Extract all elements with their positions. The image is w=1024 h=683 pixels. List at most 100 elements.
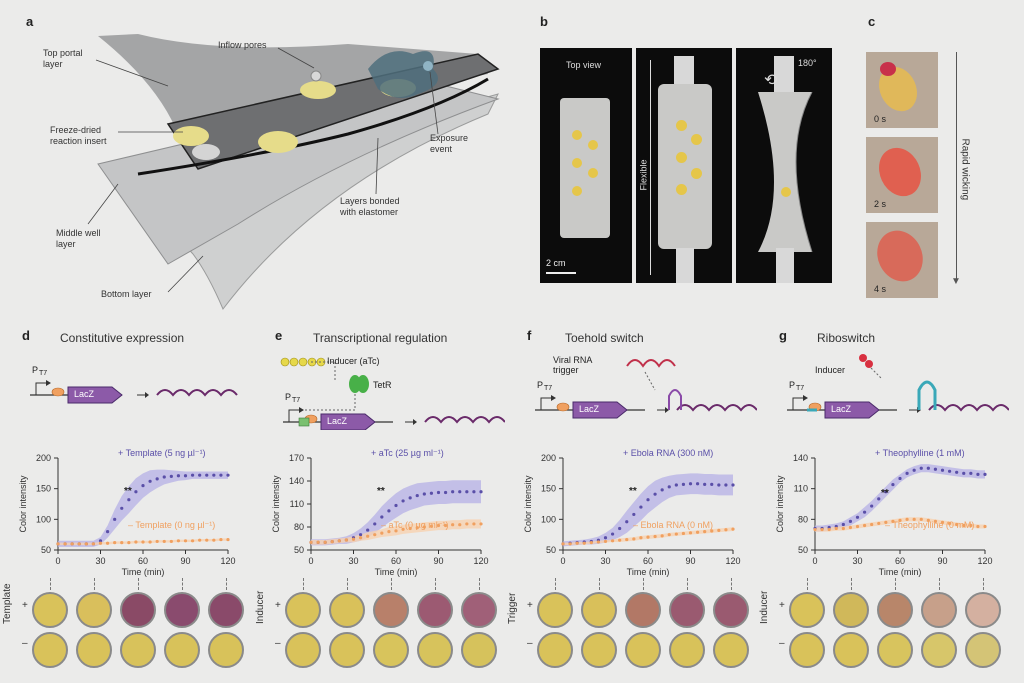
- data-point: [176, 474, 181, 478]
- legend-entry-minus: – Theophylline (0 mM): [885, 520, 975, 530]
- data-point: [198, 473, 202, 477]
- time-label-4: 4 s: [874, 284, 887, 294]
- data-point: [926, 518, 930, 522]
- data-point: [373, 522, 377, 526]
- well-dashline: [479, 578, 480, 590]
- y-tick-label: 100: [541, 514, 556, 524]
- well-dashline: [94, 578, 95, 590]
- top-view-label: Top view: [566, 60, 602, 70]
- data-point: [183, 539, 188, 543]
- y-tick-label: 50: [546, 545, 556, 555]
- well-plus: [581, 592, 617, 628]
- well-plus: [32, 592, 68, 628]
- well-minus: [537, 632, 573, 668]
- data-point: [205, 538, 209, 542]
- panel-g-label: g: [779, 328, 787, 343]
- time-label-2: 2 s: [874, 199, 887, 209]
- data-point: [155, 539, 159, 544]
- well-minus: [921, 632, 957, 668]
- data-point: [415, 526, 419, 530]
- well-minus: [208, 632, 244, 668]
- well-row-label: Inducer: [255, 590, 266, 624]
- well-plus: [877, 592, 913, 628]
- data-point: [401, 527, 405, 531]
- data-point: [575, 541, 579, 545]
- data-point: [653, 492, 657, 496]
- data-point: [127, 498, 131, 502]
- x-tick-label: 0: [55, 556, 60, 566]
- series-band: [58, 469, 228, 547]
- data-point: [898, 518, 902, 522]
- y-tick-label: 110: [290, 499, 304, 509]
- data-point: [56, 542, 60, 546]
- x-axis-label: Time (min): [879, 567, 922, 577]
- data-point: [695, 530, 700, 534]
- data-point: [862, 510, 867, 514]
- well-minus: [581, 632, 617, 668]
- data-point: [862, 523, 867, 528]
- x-tick-label: 30: [852, 556, 862, 566]
- promoter-label: P: [789, 380, 796, 390]
- x-tick-label: 90: [685, 556, 695, 566]
- row-plus-sign: +: [275, 600, 281, 611]
- scale-bar: [546, 272, 576, 274]
- gene-lacz-label: LacZ: [327, 416, 348, 426]
- well-row-label: Template: [2, 583, 13, 624]
- gene-circuit-schematic: [787, 354, 1009, 419]
- data-point: [891, 519, 895, 523]
- well-dashline: [226, 578, 227, 590]
- data-point: [919, 466, 923, 470]
- y-tick-label: 110: [794, 484, 808, 494]
- trigger-label: Viral RNA trigger: [553, 355, 592, 375]
- x-tick-label: 60: [643, 556, 653, 566]
- well-dashline: [391, 578, 392, 590]
- data-point: [940, 468, 945, 472]
- data-point: [77, 542, 81, 546]
- well-row-label: Inducer: [759, 590, 770, 624]
- data-point: [717, 483, 721, 487]
- x-tick-label: 120: [473, 556, 488, 566]
- gene-circuit-schematic: [535, 359, 757, 419]
- exposure-splash: [368, 51, 438, 98]
- data-point: [366, 534, 370, 538]
- data-point: [394, 503, 398, 508]
- well-minus: [76, 632, 112, 668]
- data-point: [176, 539, 181, 543]
- data-point: [926, 466, 930, 470]
- wicking-caption: Rapid wicking: [959, 138, 971, 201]
- panel-g-title: Riboswitch: [817, 331, 876, 345]
- promoter-subscript: T7: [544, 385, 553, 392]
- data-point: [162, 475, 166, 479]
- time-label-0: 0 s: [874, 114, 887, 124]
- annotation-exposure-event: Exposure event: [430, 133, 469, 154]
- well-plus: [329, 592, 365, 628]
- data-point: [63, 542, 67, 546]
- well-plus: [461, 592, 497, 628]
- data-point: [898, 476, 902, 481]
- data-point: [226, 473, 230, 477]
- data-point: [884, 520, 888, 524]
- data-point: [183, 474, 188, 478]
- data-point: [688, 482, 693, 486]
- well-minus: [833, 632, 869, 668]
- data-point: [724, 483, 728, 487]
- y-axis-label: Color intensity: [271, 475, 281, 533]
- photo-top-view: Top view 2 cm: [540, 48, 632, 283]
- data-point: [870, 504, 874, 508]
- data-point: [479, 522, 483, 526]
- wicking-frame-2: 2 s: [866, 137, 938, 213]
- x-tick-label: 90: [937, 556, 947, 566]
- data-point: [465, 490, 469, 494]
- well-minus: [329, 632, 365, 668]
- series-band: [563, 473, 733, 547]
- well-plus: [537, 592, 573, 628]
- data-point: [813, 527, 817, 532]
- data-point: [870, 522, 874, 527]
- well-dashline: [851, 578, 852, 590]
- data-point: [561, 542, 565, 546]
- promoter-label: P: [537, 380, 544, 390]
- data-point: [933, 467, 938, 471]
- data-point: [947, 469, 952, 473]
- x-tick-label: 0: [812, 556, 817, 566]
